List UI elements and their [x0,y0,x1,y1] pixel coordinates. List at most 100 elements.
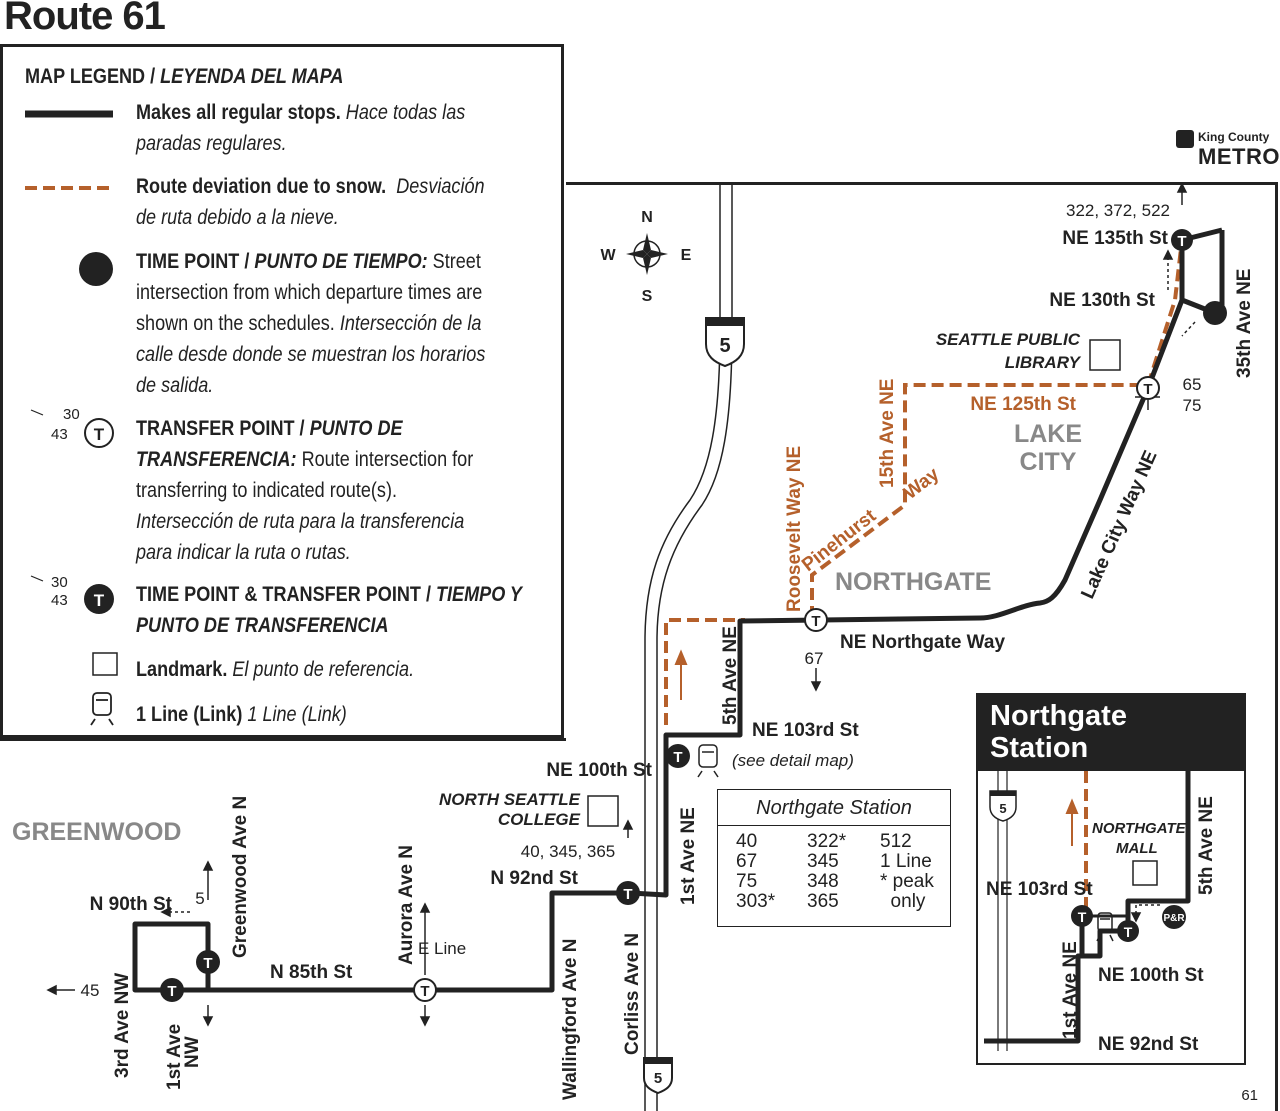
svg-text:E: E [681,247,692,264]
street-labels: NE 135th St NE 130th St 35th Ave NE NE 1… [90,228,1255,1100]
inset-map: 5 T T P&R NORTHGATE MALL NE 103rd St NE … [984,771,1217,1055]
svg-text:43: 43 [51,426,68,443]
street-label: 1st Ave [164,1024,185,1090]
time-transfer-icon: T [160,978,184,1002]
street-label: Wallingford Ave N [560,939,581,1101]
crown-icon [1176,130,1194,148]
street-label: Aurora Ave N [396,845,417,965]
street-label: NE 135th St [1062,228,1168,249]
svg-text:COLLEGE: COLLEGE [498,810,581,829]
landmark-icon [92,652,118,676]
svg-text:LAKE: LAKE [1014,420,1082,448]
compass-icon: N S W E [600,209,691,305]
svg-text:GREENWOOD: GREENWOOD [12,818,181,846]
interstate-shield-icon: 5 [989,790,1017,822]
svg-text:30: 30 [63,406,80,423]
svg-text:5: 5 [654,1070,662,1087]
svg-text:30: 30 [51,574,68,591]
svg-text:MALL: MALL [1116,840,1158,857]
svg-text:NORTHGATE: NORTHGATE [835,568,991,596]
svg-text:T: T [203,955,212,972]
street-label: NE 103rd St [752,720,859,741]
svg-text:T: T [1124,924,1133,940]
street-label: 3rd Ave NW [112,973,133,1078]
light-rail-icon [697,744,719,778]
light-rail-icon [90,692,114,726]
transfer-route-numbers: 322, 372, 522 65 75 67 40, 345, 365 E Li… [81,201,1202,1000]
svg-text:T: T [167,983,176,1000]
legend-time-point: TIME POINT / PUNTO DE TIEMPO: Street int… [136,250,486,397]
northgate-station-inset: Northgate Station 5 T T P&R [976,693,1246,1065]
street-label: NE 125th St [970,394,1076,415]
table-column: 322* 345 348 365 [807,831,847,912]
street-label: 5th Ave NE [720,626,741,725]
time-transfer-icon: T [666,744,690,768]
svg-text:65: 65 [1183,375,1202,394]
svg-text:5th Ave NE: 5th Ave NE [1196,796,1217,895]
time-transfer-icon: T [1171,229,1193,251]
transfer-icon: T [804,608,828,632]
svg-text:45: 45 [81,981,100,1000]
svg-text:T: T [420,983,429,1000]
svg-text:P&R: P&R [1163,913,1185,924]
street-label: 1st Ave NE [678,807,699,905]
deviation-arrow-icon [1065,798,1079,846]
street-label: N 90th St [90,894,173,915]
street-label: 35th Ave NE [1234,269,1255,378]
svg-text:NE 103rd St: NE 103rd St [986,879,1093,900]
map-frame-lower [0,738,566,1111]
library-landmark-icon [1089,339,1121,371]
legend-time-transfer: TIME POINT & TRANSFER POINT / TIEMPO Y P… [136,583,522,637]
map-frame [566,182,1278,1111]
time-point-icon [1203,301,1227,325]
street-label: N 92nd St [490,868,578,889]
svg-text:5: 5 [999,801,1006,816]
page-number: 61 [1241,1087,1258,1104]
map-legend: T 30 43 T 30 43 MAP LEGEND / LEYENDA DEL… [0,44,564,738]
deviation-arrow-icon [674,649,688,700]
page-title: Route 61 [4,0,166,38]
street-label: 15th Ave NE [877,379,898,488]
legend-transfer-point: TRANSFER POINT / PUNTO DE TRANSFERENCIA:… [136,417,474,564]
street-label: N 85th St [270,962,353,983]
interstate-shield-icon-south: 5 [643,1057,673,1095]
street-label: NW [182,1036,203,1068]
landmark-labels: SEATTLE PUBLIC LIBRARY NORTH SEATTLE COL… [439,330,1082,829]
shield-number: 5 [719,335,730,357]
svg-text:S: S [642,288,653,305]
transfer-icon: T 30 43 [30,406,114,448]
transfer-icon: T [1136,376,1160,400]
svg-text:1st Ave NE: 1st Ave NE [1060,941,1081,1039]
table-column: 40 67 75 303* [736,831,776,912]
legend-regular-stops: Makes all regular stops. Hace todas las … [136,101,466,155]
time-transfer-icon: T [1117,920,1139,942]
svg-text:T: T [811,613,820,630]
svg-text:75: 75 [1183,396,1202,415]
see-detail-note: (see detail map) [732,751,854,770]
svg-text:43: 43 [51,592,68,609]
svg-text:T: T [94,425,105,444]
time-transfer-icon: T [196,950,220,974]
svg-text:NORTH SEATTLE: NORTH SEATTLE [439,790,581,809]
svg-text:N: N [641,209,653,226]
svg-text:SEATTLE PUBLIC: SEATTLE PUBLIC [936,330,1081,349]
svg-text:CITY: CITY [1020,448,1077,476]
svg-text:NE 100th St: NE 100th St [1098,965,1204,986]
transfer-arrows [46,182,1196,1027]
svg-text:NORTHGATE: NORTHGATE [1092,820,1187,837]
time-point-icon [79,252,113,286]
svg-text:40, 345, 365: 40, 345, 365 [521,842,616,861]
svg-text:T: T [673,749,682,766]
street-label: NE 100th St [546,760,652,781]
college-landmark-icon [587,795,619,827]
table-column: 512 1 Line * peak only [880,831,934,912]
light-rail-icon [1096,912,1114,942]
svg-text:5: 5 [195,889,204,908]
transfer-markers: T T T T T T T T [160,229,1227,1002]
street-label: Roosevelt Way NE [784,446,805,612]
street-label: NE 130th St [1049,290,1155,311]
time-transfer-icon: T [1071,905,1093,927]
interstate-5 [644,185,733,1111]
legend-snow-deviation: Route deviation due to snow. Desviación … [136,175,485,229]
